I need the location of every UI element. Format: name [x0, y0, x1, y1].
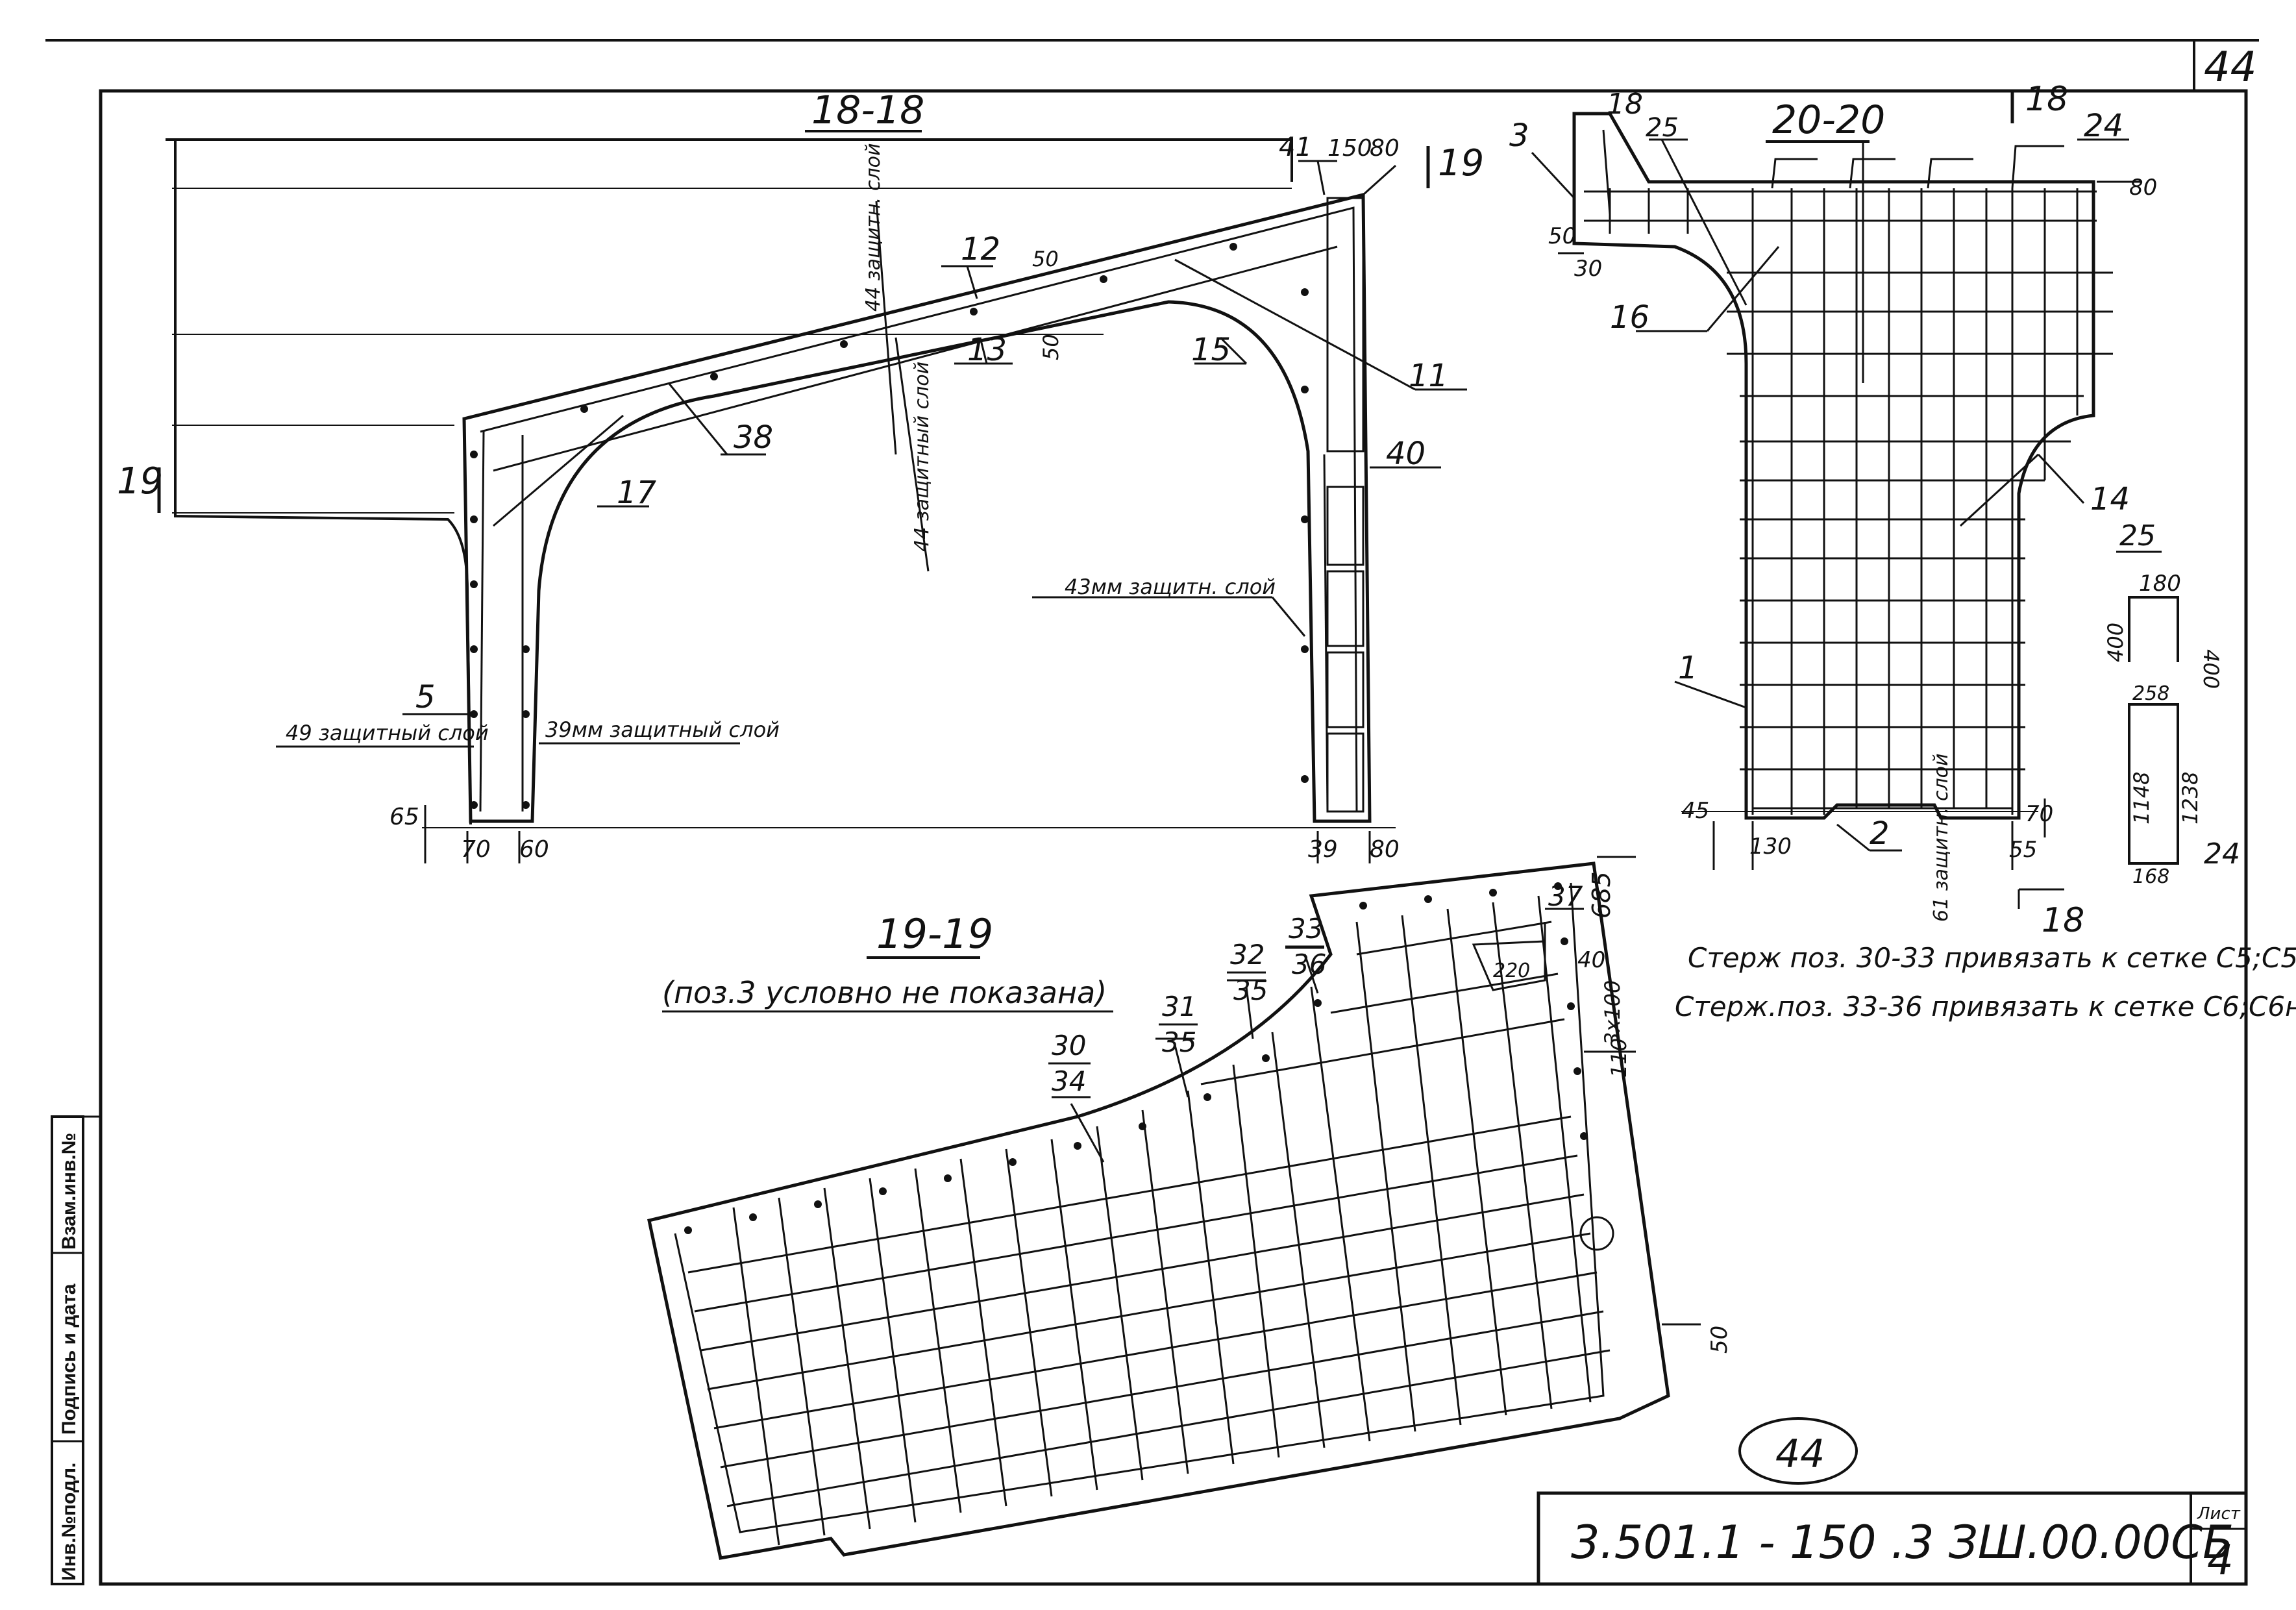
pos-35: 35 — [1162, 1026, 1196, 1058]
pos-32: 32 — [1230, 939, 1265, 971]
dim-65: 65 — [389, 804, 419, 830]
list-number: 4 — [2207, 1537, 2234, 1585]
side-label-vzam-inv: Взам.инв.№ — [58, 1132, 80, 1250]
pos-34: 34 — [1052, 1065, 1086, 1097]
pos-14: 14 — [2090, 481, 2130, 517]
notes-block: Стерж поз. 30-33 привязать к сетке С5;С5… — [1675, 942, 2296, 1022]
dim-150: 150 — [1327, 135, 1372, 162]
pos-40: 40 — [1386, 436, 1426, 472]
bar-25-dim-400-r: 400 — [2199, 649, 2223, 689]
section-18-18: 18-18 — [117, 88, 1484, 863]
pos-35-b: 35 — [1233, 974, 1268, 1006]
list-label: Лист — [2197, 1504, 2241, 1524]
note-line-2: Стерж.поз. 33-36 привязать к сетке С6;С6… — [1675, 991, 2296, 1022]
pos-11: 11 — [1409, 358, 1448, 394]
title-block: 3.501.1 - 150 .3 ЗШ.00.00СБ Лист 4 — [1537, 1491, 2248, 1586]
bar-24-label: 24 — [2204, 837, 2240, 871]
dim-45-20: 45 — [1681, 798, 1709, 824]
bar-24-dim-258: 258 — [2132, 682, 2169, 705]
cut-mark-18-top: 18 — [2025, 80, 2068, 119]
pos-24: 24 — [2084, 108, 2123, 144]
pos-25: 25 — [1646, 113, 1679, 143]
dim-39: 39 — [1308, 836, 1338, 863]
side-stamp — [51, 1115, 101, 1585]
section-19-subtitle: (поз.3 условно не показана) — [662, 975, 1107, 1010]
pos-17: 17 — [617, 475, 657, 511]
pos-41: 41 — [1279, 132, 1312, 162]
dim-70: 70 — [461, 836, 491, 863]
pos-1: 1 — [1678, 650, 1698, 686]
dim-80-bottom: 80 — [1370, 836, 1400, 863]
section-20-title: 20-20 — [1772, 97, 1885, 143]
pos-2: 2 — [1870, 815, 1890, 852]
bar-24-dim-1148: 1148 — [2129, 772, 2154, 824]
dim-110: 110 — [1607, 1038, 1631, 1078]
pos-37: 37 — [1548, 880, 1583, 912]
cut-mark-18-bottom: 18 — [2042, 901, 2084, 940]
dim-50-a: 50 — [1032, 247, 1059, 271]
stamp-number: 44 — [1775, 1431, 1825, 1477]
bar-25-dim-180: 180 — [2139, 571, 2181, 597]
bar-25-detail: 25 180 400 400 — [2103, 519, 2223, 689]
cover-44: 44 защитный слой — [911, 362, 933, 552]
dim-40: 40 — [1577, 947, 1605, 973]
section-19-title: 19-19 — [876, 910, 993, 958]
side-label-sign-date: Подпись и дата — [58, 1283, 80, 1435]
bar-24-dim-1238: 1238 — [2178, 772, 2203, 824]
bar-24-dim-168: 168 — [2132, 865, 2169, 888]
pos-18: 18 — [1607, 88, 1643, 121]
pos-36: 36 — [1292, 948, 1326, 980]
cover-49: 49 защитный слой — [286, 721, 489, 745]
pos-3: 3 — [1509, 118, 1529, 154]
bar-24-detail: 258 1148 1238 168 24 — [2128, 682, 2240, 888]
sheet-number-top: 44 — [2204, 43, 2256, 92]
stamp-circle: 44 — [1738, 1417, 1858, 1485]
pos-12: 12 — [961, 231, 1000, 267]
dim-70-20: 70 — [2025, 801, 2053, 827]
dim-220: 220 — [1493, 960, 1530, 982]
cut-mark-19-left: 19 — [117, 460, 163, 502]
note-line-1: Стерж поз. 30-33 привязать к сетке С5;С5… — [1688, 942, 2296, 974]
dim-3x100: 3x100 — [1600, 980, 1625, 1045]
pos-15: 15 — [1191, 332, 1231, 368]
pos-16: 16 — [1610, 299, 1649, 336]
dim-50-19: 50 — [1707, 1326, 1733, 1354]
dim-60: 60 — [519, 836, 549, 863]
dim-30-20: 30 — [1574, 256, 1602, 282]
pos-13: 13 — [967, 332, 1007, 368]
cover-44-top: 44 защитн. слой — [862, 143, 885, 312]
dim-80-top: 80 — [1370, 135, 1400, 162]
pos-31: 31 — [1162, 991, 1196, 1022]
dim-55-20: 55 — [2009, 837, 2037, 863]
section-19-19: 19-19 (поз.3 условно не показана) — [647, 856, 1733, 1560]
pos-33: 33 — [1289, 913, 1323, 945]
bar-25-label: 25 — [2119, 519, 2156, 552]
side-label-inv-podl: Инв.№подл. — [58, 1462, 80, 1581]
section-18-title: 18-18 — [811, 88, 924, 133]
cover-43: 43мм защитн. слой — [1065, 575, 1276, 599]
section-20-20: 20-20 18 — [1509, 80, 2157, 940]
dim-80-20: 80 — [2129, 175, 2157, 201]
designation: 3.501.1 - 150 .3 ЗШ.00.00СБ — [1571, 1516, 2234, 1569]
dim-50-b: 50 — [1039, 334, 1063, 360]
dim-130-20: 130 — [1749, 834, 1792, 860]
sheet-frame: 44 — [45, 39, 2259, 1586]
pos-30: 30 — [1052, 1030, 1086, 1061]
pos-5: 5 — [415, 679, 436, 715]
cover-39: 39мм защитный слой — [545, 717, 780, 742]
pos-38: 38 — [734, 419, 773, 456]
dim-685: 685 — [1587, 871, 1616, 919]
dim-50-20: 50 — [1548, 223, 1576, 249]
note-61: 61 защитн. слой — [1930, 754, 1953, 922]
cut-mark-19: 19 — [1438, 142, 1484, 184]
bar-25-dim-400-l: 400 — [2103, 623, 2128, 662]
